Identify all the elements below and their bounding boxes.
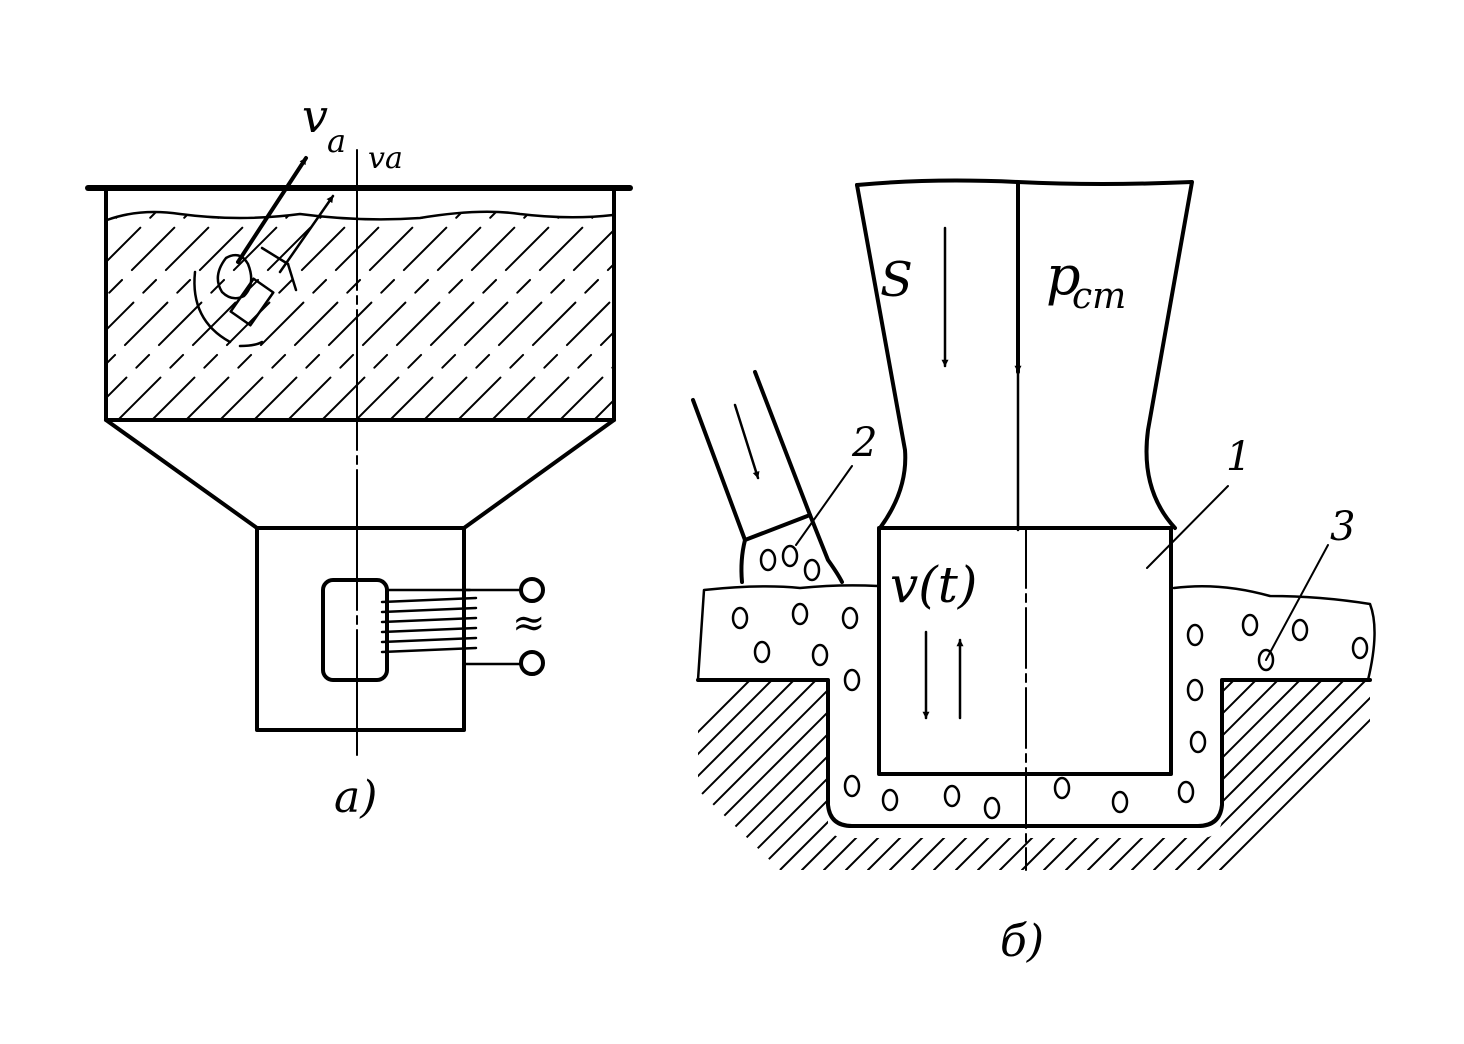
- hatch-line: [423, 211, 613, 418]
- panel-a-label: a): [334, 772, 377, 823]
- label-velocity-axis: va: [368, 141, 403, 176]
- callout-2: 2: [851, 420, 877, 466]
- electromagnet-core: [321, 578, 389, 682]
- label-velocity-t: v(t): [890, 556, 977, 614]
- hatch-line: [559, 211, 613, 418]
- hatch-line: [698, 680, 795, 870]
- concrete-mix-right: [1172, 584, 1376, 682]
- trench-outline: [696, 678, 1372, 828]
- hatch-line: [185, 211, 402, 418]
- hopper-funnel: [104, 418, 616, 530]
- vibrator-stem: [855, 178, 1194, 530]
- aggregate-stone: [731, 606, 749, 630]
- panel-a-vibratory-hopper: ≈ v a va a): [0, 89, 633, 823]
- hatch-line: [698, 680, 773, 870]
- hatch-line: [253, 211, 470, 418]
- callout-3: 3: [1330, 504, 1355, 550]
- hatch-line: [389, 211, 606, 418]
- hatch-line: [1351, 680, 1370, 870]
- label-velocity-inclined-sub: a: [327, 122, 346, 160]
- particle: [193, 246, 298, 348]
- aggregate-stone: [1291, 618, 1309, 642]
- hatch-line: [1153, 680, 1345, 870]
- concrete-mix-left: [696, 584, 880, 682]
- ac-symbol: ≈: [512, 600, 546, 646]
- aggregate-stone: [811, 643, 829, 667]
- feed-chute: [691, 370, 844, 584]
- aggregate-stone: [1177, 780, 1195, 804]
- aggregate-stone: [759, 548, 777, 572]
- aggregate-stone: [1186, 623, 1204, 647]
- hatch-line: [107, 211, 198, 418]
- hatch-line: [698, 680, 839, 870]
- hatch-line: [1307, 680, 1370, 870]
- aggregate-stone: [1053, 776, 1071, 800]
- hatch-line: [1374, 680, 1464, 870]
- aggregate-stone: [983, 796, 1001, 820]
- aggregate-stone: [843, 668, 861, 692]
- coil-windings: [380, 588, 522, 666]
- hatch-line: [457, 211, 613, 418]
- aggregate-stone: [781, 544, 799, 568]
- aggregate-stone: [803, 558, 821, 582]
- panel-b-vibro-compaction: S p cm v(t) 1 2 3 б): [691, 178, 1464, 967]
- panel-b-label: б): [1000, 916, 1044, 967]
- aggregate-stone: [1257, 648, 1275, 672]
- aggregate-stone: [753, 640, 771, 664]
- aggregate-stone: [1189, 730, 1207, 754]
- aggregate-stone: [943, 784, 961, 808]
- hatch-line: [287, 211, 504, 418]
- hopper-tank-walls: [104, 188, 616, 422]
- aggregate-stone: [1351, 636, 1369, 660]
- hatch-line: [1197, 680, 1370, 870]
- label-force-s: S: [880, 252, 913, 308]
- hatch-line: [117, 211, 334, 418]
- material-surface: [105, 210, 615, 222]
- hatch-line: [321, 211, 538, 418]
- hatch-line: [107, 211, 164, 418]
- hatch-line: [525, 211, 613, 418]
- hatch-line: [1329, 680, 1370, 870]
- chute-flow-arrow: [733, 403, 760, 480]
- callout-leader-1: [1146, 485, 1229, 569]
- hatch-line: [1175, 680, 1367, 870]
- hatch-line: [1285, 680, 1370, 870]
- callout-leader-2: [795, 465, 853, 546]
- material-hatching: [0, 205, 613, 420]
- hatch-line: [355, 211, 572, 418]
- hatch-line: [1131, 680, 1323, 870]
- hatch-line: [593, 211, 613, 418]
- aggregate-stone: [1111, 790, 1129, 814]
- terminal-bottom: [519, 650, 545, 676]
- aggregate-stone: [791, 602, 809, 626]
- label-pressure: p: [1046, 244, 1081, 307]
- aggregate-stone: [1241, 613, 1259, 637]
- callout-leader-3: [1265, 544, 1329, 661]
- aggregate-stone: [1186, 678, 1204, 702]
- aggregate-stone: [843, 774, 861, 798]
- aggregate-particles: [731, 544, 1369, 820]
- hatch-line: [107, 211, 232, 418]
- velocity-vector-second: [278, 194, 335, 274]
- label-velocity-inclined: v: [302, 89, 328, 143]
- vibrator-stem-left: [855, 183, 908, 530]
- hatch-line: [698, 680, 817, 870]
- velocity-vector-inclined: [236, 156, 308, 264]
- aggregate-stone: [841, 606, 859, 630]
- hatch-line: [219, 211, 436, 418]
- hatch-line: [107, 211, 130, 418]
- label-pressure-sub: cm: [1072, 276, 1126, 317]
- hatch-line: [1219, 680, 1370, 870]
- terminal-top: [519, 577, 545, 603]
- callout-1: 1: [1226, 434, 1251, 480]
- hatch-line: [491, 211, 613, 418]
- hatch-line: [698, 680, 751, 870]
- hatch-line: [107, 211, 300, 418]
- hatch-line: [107, 211, 266, 418]
- aggregate-stone: [881, 788, 899, 812]
- hatch-line: [0, 205, 95, 420]
